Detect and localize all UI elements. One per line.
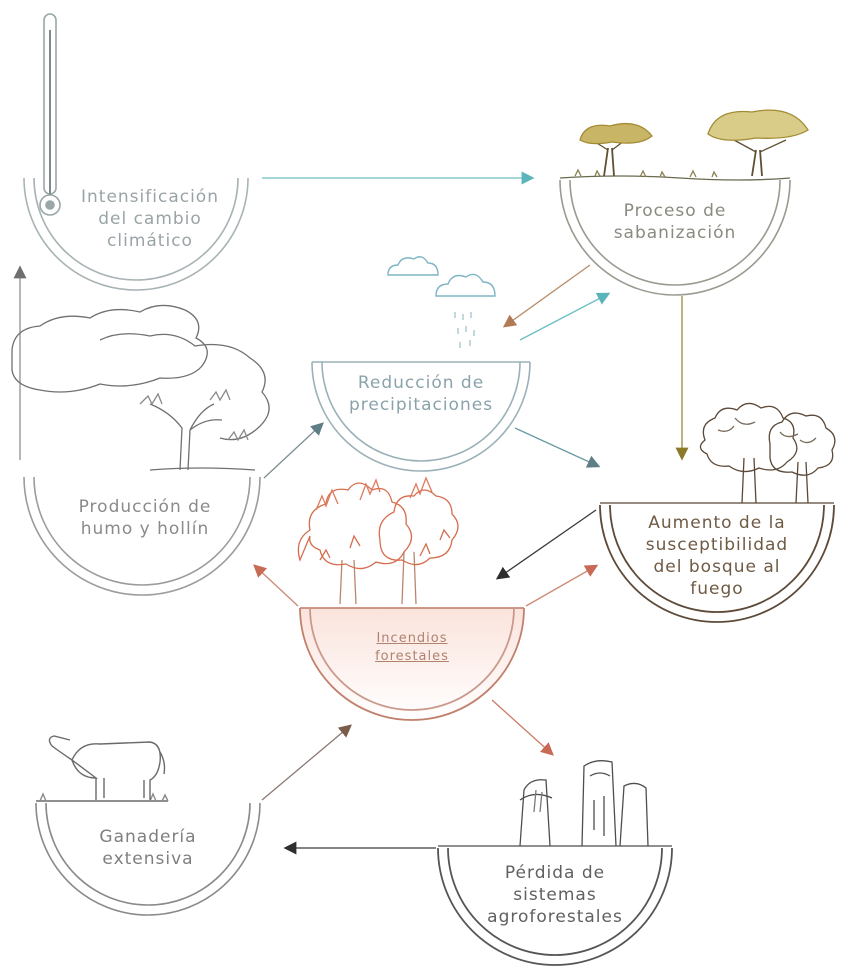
node-label-susceptibility: Aumento de la susceptibilidad del bosque… [645,513,789,599]
edge-precipitation-to-savanna [519,292,611,341]
edge-fires-to-smoke [253,564,299,607]
node-smoke-bowl [23,476,261,596]
edge-livestock-to-fires [261,724,352,801]
cattle-icon [36,735,169,802]
node-climate-change-bowl [23,177,249,291]
node-label-climate-change: Intensificación del cambio climático [81,187,219,251]
node-susceptibility-bowl [599,504,835,623]
node-fires-bowl [299,607,525,721]
thermometer-icon [39,13,61,216]
edge-smoke-to-precipitation [263,422,324,479]
node-livestock-bowl [35,802,261,916]
node-label-fires: Incendios forestales [375,631,449,664]
edge-precipitation-to-susceptibility [514,427,601,468]
edge-susceptibility-to-fires [495,509,597,580]
node-label-smoke: Producción de humo y hollín [78,497,212,539]
edge-fires-to-agroforestry [491,699,554,756]
node-label-precipitation: Reducción de precipitaciones [348,373,494,415]
edge-fires-to-susceptibility [525,564,599,607]
node-label-agroforestry: Pérdida de sistemas agroforestales [487,863,623,927]
node-label-livestock: Ganadería extensiva [99,827,197,869]
burning-trees-icon [297,476,459,605]
clouds-rain-icon [387,256,496,348]
node-precipitation-bowl [311,361,531,472]
node-agroforestry-bowl [437,847,673,966]
node-label-savannization: Proceso de sabanización [613,201,737,243]
edge-savanna-to-precipitation [502,264,591,328]
node-savannization-bowl [559,179,791,296]
smoke-tree-icon [11,304,270,471]
cut-trees-icon [438,760,672,847]
savanna-trees-icon [559,109,809,181]
dry-forest-icon [600,402,836,504]
